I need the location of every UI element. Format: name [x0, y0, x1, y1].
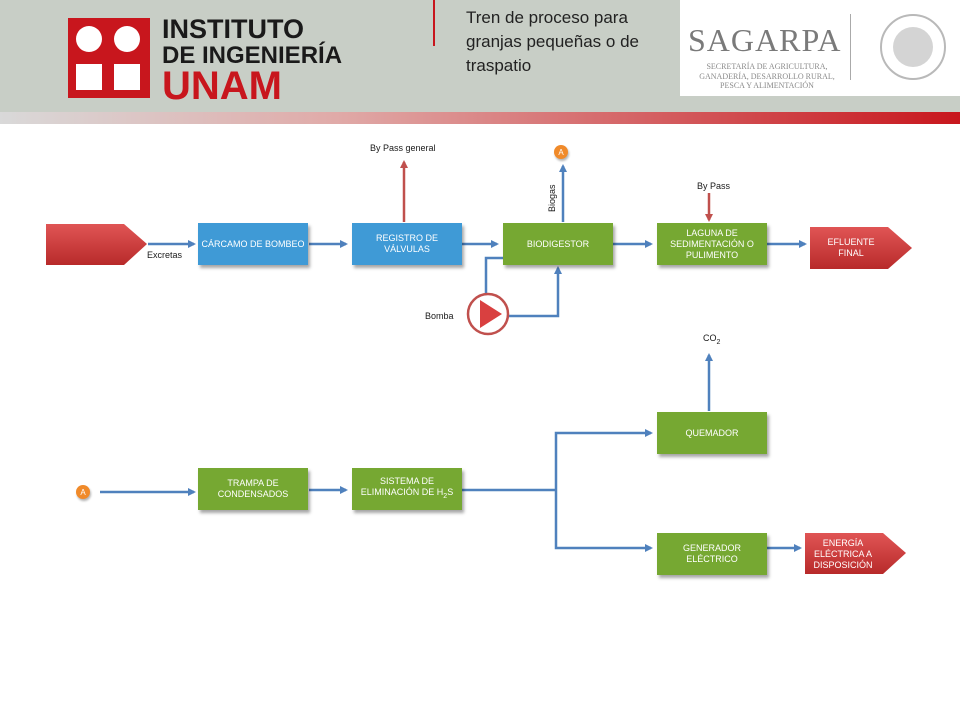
sagarpa-name: SAGARPA — [688, 22, 842, 58]
pump-return-line — [508, 266, 562, 318]
header-gradient-band — [0, 112, 960, 124]
registro-box: REGISTRO DE VÁLVULAS — [352, 223, 462, 265]
quemador-box: QUEMADOR — [657, 412, 767, 454]
logo-line-2: DE INGENIERÍA — [162, 42, 343, 69]
connector-a-top: A — [554, 145, 568, 159]
biodigestor-box: BIODIGESTOR — [503, 223, 613, 265]
energia-label: ENERGÍA ELÉCTRICA A DISPOSICIÓN — [813, 537, 873, 570]
logo-line-1: INSTITUTO — [162, 14, 305, 44]
national-seal-icon — [880, 14, 946, 80]
input-pentagon — [46, 224, 147, 265]
sistema-label: SISTEMA DE ELIMINACIÓN DE H — [360, 476, 444, 498]
arrow-to-generador — [554, 490, 653, 552]
co2-subscript: 2 — [716, 338, 721, 346]
efluente-pentagon — [810, 227, 912, 269]
excretas-label: Excretas — [147, 250, 183, 260]
sagarpa-divider — [850, 14, 851, 80]
arrow-to-quemador — [554, 429, 653, 490]
sagarpa-subtitle: SECRETARÍA DE AGRICULTURA, GANADERÍA, DE… — [699, 62, 835, 90]
header-divider — [433, 0, 435, 46]
logo-line-3: UNAM — [162, 64, 282, 108]
carcamo-box: CÁRCAMO DE BOMBEO — [198, 223, 308, 265]
connector-a-left: A — [76, 485, 90, 499]
sistema-subscript: 2 — [443, 492, 448, 500]
generador-box: GENERADOR ELÉCTRICO — [657, 533, 767, 575]
energia-pentagon — [805, 533, 906, 574]
pump-triangle — [480, 300, 502, 328]
co2-text: CO — [703, 333, 717, 343]
laguna-box: LAGUNA DE SEDIMENTACIÓN O PULIMENTO — [657, 223, 767, 265]
biogas-label: Biogas — [547, 184, 557, 212]
co2-label: CO2 — [703, 333, 720, 346]
bypass-label: By Pass — [697, 181, 731, 191]
institute-logo-icon — [68, 18, 150, 98]
efluente-label: EFLUENTE FINAL — [827, 237, 875, 258]
page-title: Tren de proceso para granjas pequeñas o … — [466, 8, 639, 75]
bypass-general-label: By Pass general — [370, 143, 436, 153]
sistema-suffix: S — [447, 487, 454, 498]
sistema-box: SISTEMA DE ELIMINACIÓN DE H2S — [352, 468, 462, 510]
bomba-label: Bomba — [425, 311, 454, 321]
seal-eagle-icon — [893, 27, 933, 67]
trampa-box: TRAMPA DE CONDENSADOS — [198, 468, 308, 510]
